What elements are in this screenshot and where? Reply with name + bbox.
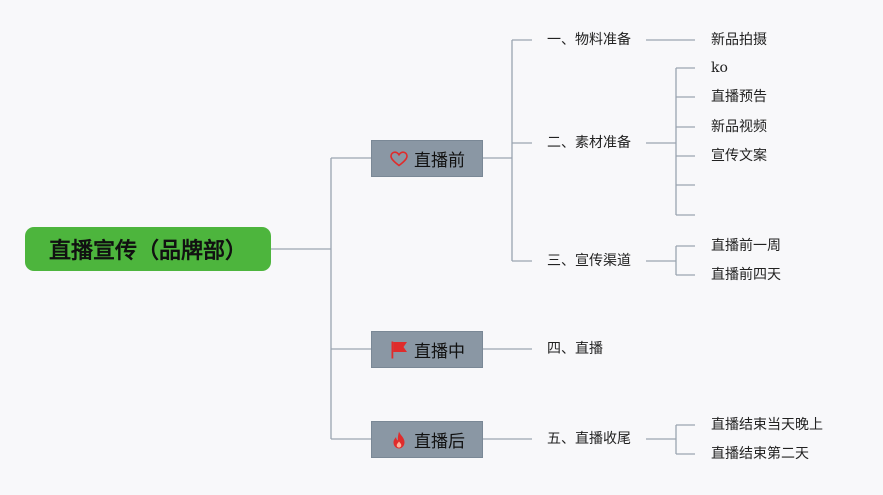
fire-icon [389,430,409,450]
step-node-materials[interactable]: 一、物料准备 [547,32,631,48]
leaf-node[interactable]: 直播前四天 [711,267,781,283]
phase-label: 直播前 [414,151,465,171]
phase-node-after-live[interactable]: 直播后 [371,421,483,458]
leaf-node[interactable]: 直播结束当天晚上 [711,417,823,433]
leaf-node[interactable]: 直播预告 [711,89,767,105]
leaf-node[interactable]: ko [711,60,728,76]
step-node-wrap-up[interactable]: 五、直播收尾 [547,431,631,447]
step-node-channels[interactable]: 三、宣传渠道 [547,253,631,269]
phase-node-during-live[interactable]: 直播中 [371,331,483,368]
red-flag-icon [389,340,409,360]
step-node-assets[interactable]: 二、素材准备 [547,135,631,151]
leaf-node[interactable]: 宣传文案 [711,148,767,164]
heart-outline-icon [389,149,409,169]
root-node[interactable]: 直播宣传（品牌部） [25,227,271,271]
step-node-live[interactable]: 四、直播 [547,341,603,357]
leaf-node[interactable]: 直播结束第二天 [711,446,809,462]
leaf-node[interactable]: 直播前一周 [711,238,781,254]
phase-label: 直播中 [414,342,465,362]
phase-label: 直播后 [414,432,465,452]
leaf-node[interactable]: 新品拍摄 [711,32,767,48]
root-node-label: 直播宣传（品牌部） [48,239,247,264]
leaf-node[interactable]: 新品视频 [711,119,767,135]
phase-node-before-live[interactable]: 直播前 [371,140,483,177]
